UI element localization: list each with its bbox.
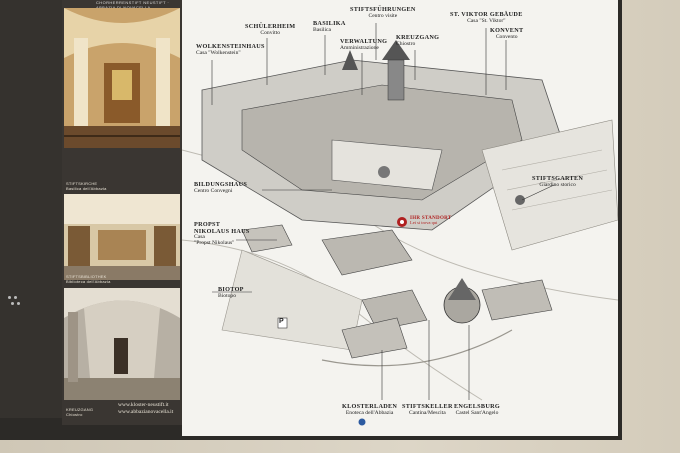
label-title: KLOSTERLADEN [342,403,398,410]
label-title: NIKOLAUS HAUS [194,227,250,235]
label-wolkensteinhaus: WOLKENSTEINHAUS Casa "Wolkenstein" [196,43,265,56]
photo-basilica [64,8,180,148]
label-klosterladen: KLOSTERLADEN Enoteca dell'Abbazia [342,403,398,416]
caption-title: STIFTSBIBLIOTHEK [66,274,107,279]
label-subtitle: Cantina/Mescita [409,409,446,416]
label-subtitle: Enoteca dell'Abbazia [345,409,394,416]
label-title: BILDUNGSHAUS [194,181,248,188]
label-schuelerheim: SCHÜLERHEIM Convitto [245,23,296,36]
caption-library: STIFTSBIBLIOTHEK Biblioteca dell'Abbazia [66,274,111,284]
label-basilika: BASILIKA Basilica [313,20,346,33]
label-subtitle: Biotopo [218,292,237,299]
label-subtitle: Castel Sant'Angelo [455,409,499,416]
pin [11,302,14,305]
label-title: STIFTSKELLER [402,403,453,410]
label-bildungshaus: BILDUNGSHAUS Centro Convegni [194,181,248,194]
label-stiftsfuehrungen: STIFTSFÜHRUNGEN Centro visite [350,6,416,19]
label-subtitle: Convitto [260,29,280,36]
label-title: KONVENT [490,27,524,34]
photo-library [64,194,180,280]
website-url: www.kloster-neustift.it www.abbazianovac… [118,402,173,415]
left-board-panel [0,0,62,418]
caption-title: STIFTSKIRCHE [66,181,98,186]
label-title: BASILIKA [313,20,346,27]
label-subtitle: Convento [495,33,518,40]
label-title: VERWALTUNG [340,38,388,45]
pin [17,302,20,305]
label-subtitle: "Propst Nikolaus" [194,239,235,246]
label-title: IHR STANDORT [410,216,452,221]
label-subtitle: Giardino storico [539,181,576,188]
label-subtitle: Chiostro [396,40,416,47]
label-engelsburg: ENGELSBURG Castel Sant'Angelo [454,403,500,416]
label-subtitle: Casa "Wolkenstein" [196,49,241,56]
label-subtitle: Basilica [313,26,332,33]
label-title: SCHÜLERHEIM [245,23,296,30]
label-propst-nikolaus-haus: PROPST NIKOLAUS HAUS Casa "Propst Nikola… [194,221,250,247]
label-subtitle: Centro visite [368,12,398,19]
caption-title: KREUZGANG [66,407,94,412]
caption-cloister: KREUZGANG Chiostro [66,407,93,417]
label-title: KREUZGANG [396,34,440,41]
parking-marker: P [279,318,284,325]
label-title: BIOTOP [218,286,244,293]
label-title: WOLKENSTEINHAUS [196,43,265,50]
website-line: www.kloster-neustift.it [118,402,169,408]
label-konvent: KONVENT Convento [490,27,524,40]
label-st-viktor: ST. VIKTOR GEBÄUDE Casa "St. Viktor" [450,11,523,24]
label-stiftskeller: STIFTSKELLER Cantina/Mescita [402,403,453,416]
photo-strip: CHORHERRENSTIFT NEUSTIFT · ABBAZIA DI NO… [62,0,182,425]
pin [14,296,17,299]
label-subtitle: Centro Convegni [194,187,233,194]
label-subtitle: Lei si trova qui [410,220,438,226]
website-line: www.abbazianovacella.it [118,408,174,415]
label-title: ST. VIKTOR GEBÄUDE [450,11,523,18]
label-stiftsgarten: STIFTSGARTEN Giardino storico [532,175,584,188]
photo-cloister [64,288,180,400]
label-subtitle: Casa [194,234,205,240]
abbey-site-map: WOLKENSTEINHAUS Casa "Wolkenstein" SCHÜL… [182,0,618,436]
label-title: ENGELSBURG [454,403,500,410]
caption-subtitle: Chiostro [66,412,83,417]
label-title: STIFTSGARTEN [532,175,584,182]
pin [8,296,11,299]
caption-subtitle: Basilica dell'Abbazia [66,186,107,191]
label-title: PROPST [194,221,221,228]
label-subtitle: Casa "St. Viktor" [467,17,506,24]
label-title: STIFTSFÜHRUNGEN [350,6,416,13]
label-standort: IHR STANDORT Lei si trova qui [410,216,452,226]
label-kreuzgang: KREUZGANG Chiostro [396,34,440,47]
label-biotop: BIOTOP Biotopo [218,286,244,299]
label-subtitle: Amministrazione [340,44,379,51]
label-verwaltung: VERWALTUNG Amministrazione [340,38,388,51]
board-header: CHORHERRENSTIFT NEUSTIFT · ABBAZIA DI NO… [96,0,170,10]
map-drawing [182,0,618,436]
caption-basilica: STIFTSKIRCHE Basilica dell'Abbazia [66,181,107,191]
caption-subtitle: Biblioteca dell'Abbazia [66,279,111,284]
